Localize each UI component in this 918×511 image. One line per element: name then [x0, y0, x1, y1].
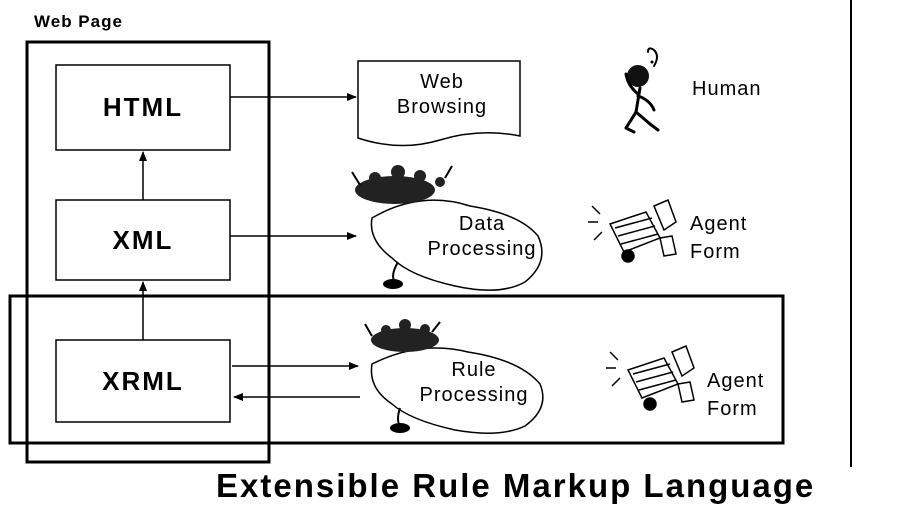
agent-form-1-line-1: Agent: [690, 213, 748, 235]
agent-form-figure-1: [588, 198, 677, 263]
diagram-title: Extensible Rule Markup Language: [216, 467, 816, 504]
agent-form-label-1: Agent Form: [690, 210, 747, 266]
web-browsing-line-1: Web: [420, 71, 464, 93]
rule-processing-graphic: [364, 319, 544, 434]
data-processing-graphic: [351, 165, 543, 291]
web-browsing-label: Web Browsing: [378, 70, 506, 120]
agent-form-1-line-2: Form: [690, 241, 741, 263]
xml-box-label: XML: [112, 224, 174, 255]
html-box-label: HTML: [102, 92, 184, 122]
agent-form-2-line-2: Form: [707, 398, 758, 420]
html-box: [55, 64, 231, 151]
agent-form-figure-2: [606, 344, 695, 411]
xrml-region-frame: [8, 294, 785, 445]
rule-processing-line-1: Rule: [451, 359, 497, 381]
rule-processing-label: Rule Processing: [412, 358, 536, 408]
data-processing-label: Data Processing: [420, 212, 544, 262]
web-page-label: Web Page: [34, 12, 123, 31]
human-figure: [624, 47, 660, 134]
web-browsing-line-2: Browsing: [396, 96, 488, 118]
agent-form-label-2: Agent Form: [707, 367, 764, 423]
rule-processing-line-2: Processing: [419, 384, 529, 406]
xml-box: [55, 199, 231, 281]
data-processing-line-1: Data: [458, 213, 506, 235]
agent-form-2-line-1: Agent: [707, 370, 765, 392]
web-browsing-document-shape: [357, 60, 521, 147]
xrml-box: [55, 339, 231, 423]
xrml-box-label: XRML: [102, 365, 184, 396]
web-page-frame: [25, 40, 271, 464]
data-processing-line-2: Processing: [427, 238, 537, 260]
human-label: Human: [692, 78, 762, 100]
